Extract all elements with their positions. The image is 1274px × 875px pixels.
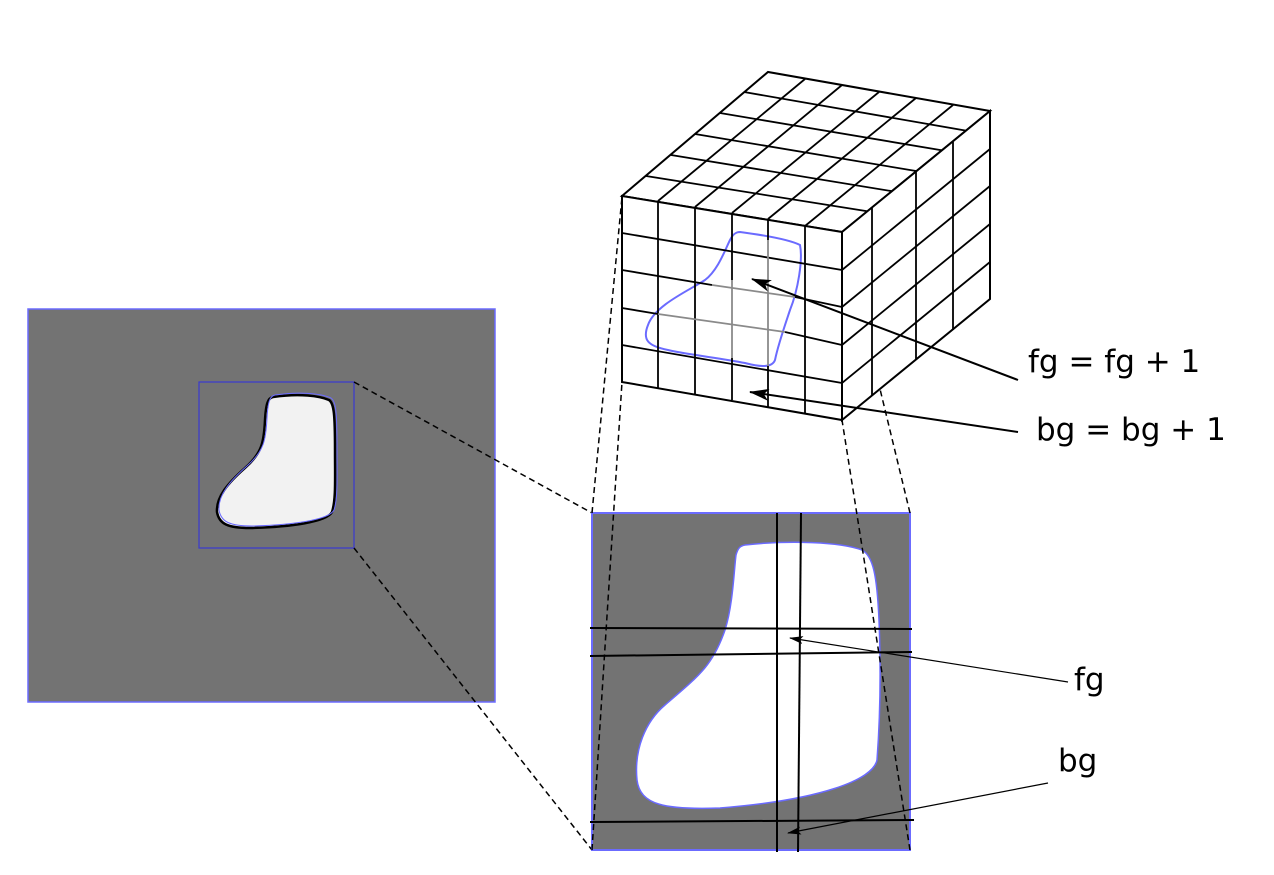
bg-arrow (787, 782, 1049, 835)
sampling-lines (589, 512, 915, 853)
object-slice-in-grid (644, 230, 802, 367)
bg-update-label: bg = bg + 1 (1036, 412, 1226, 448)
object-shape-small (215, 393, 337, 530)
bg-label: bg (1058, 743, 1097, 779)
fg-update-label: fg = fg + 1 (1028, 344, 1200, 380)
fg-arrow (789, 636, 1069, 683)
arrow-icon (789, 636, 1069, 683)
full-image-panel (27, 308, 496, 703)
crop-region-box (198, 381, 355, 549)
arrow-icon (749, 388, 1019, 433)
voxel-grid-cube (619, 70, 993, 423)
arrow-icon (787, 782, 1049, 835)
fg-label: fg (1074, 662, 1105, 698)
arrow-icon (751, 278, 1019, 381)
zoom-connector-lines (353, 381, 593, 851)
zoomed-crop-panel (589, 512, 915, 853)
bg-update-arrow (749, 388, 1019, 433)
fg-update-arrow (751, 278, 1019, 381)
object-shape-large (635, 541, 881, 810)
